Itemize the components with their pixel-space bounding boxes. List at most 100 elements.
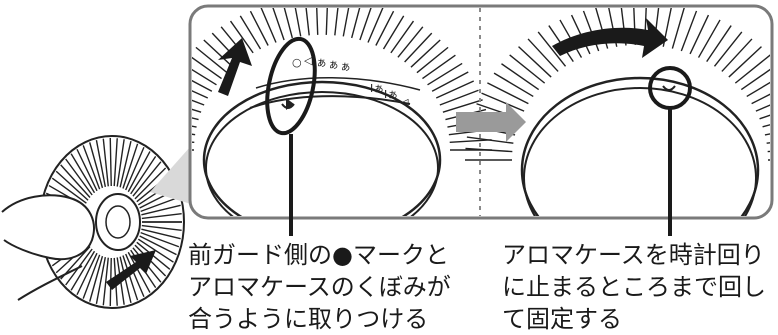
guard-ray: [713, 31, 743, 67]
guard-ray: [76, 148, 98, 192]
dial-label: Ιぁ: [370, 82, 384, 95]
guard-ray: [127, 251, 151, 293]
guard-ray: [134, 167, 167, 200]
guard-ray: [192, 80, 209, 99]
dial-label: ◁: [400, 96, 409, 109]
guard-ray: [367, 8, 384, 43]
insert-arrow: [106, 250, 156, 290]
guard-ray: [141, 212, 182, 220]
guard-ray: [192, 139, 195, 144]
guard-ray: [501, 63, 540, 91]
guard-ray: [82, 254, 101, 299]
guard-ray: [192, 71, 213, 92]
guard-ray: [95, 256, 107, 305]
guard-ray: [137, 238, 174, 263]
callout-cone: [150, 138, 198, 206]
guard-ray: [435, 80, 475, 99]
up-arrow: [218, 38, 252, 96]
guard-ray: [518, 46, 552, 78]
guard-ray: [293, 8, 302, 37]
guard-ray: [102, 257, 109, 306]
fan-overview: [1, 135, 185, 309]
guard-ray: [141, 228, 181, 240]
guard-ray: [740, 63, 770, 91]
guard-ray: [132, 161, 162, 197]
guard-ray: [139, 235, 177, 256]
guard-ray: [141, 224, 182, 232]
dial-labels: ○ ◁ ぁ ぁ ぁ Ιぁ Ιぁ ◁: [292, 54, 409, 109]
guard-ray: [465, 147, 513, 153]
guard-ray: [102, 138, 109, 187]
guard-ray: [481, 92, 525, 112]
aligned-mark: [662, 85, 676, 91]
guard-ray: [382, 15, 405, 50]
guard-ray: [203, 39, 234, 68]
guard-ray: [125, 146, 145, 191]
guard-ray: [55, 170, 89, 201]
guard-ray: [759, 103, 770, 120]
guard-ray: [141, 204, 181, 216]
guard-ray: [140, 196, 180, 213]
guard-ray: [60, 164, 91, 198]
guard-ray: [260, 8, 277, 43]
guard-ray: [109, 138, 112, 187]
caption-left-line: 前ガード側の●マークと: [188, 241, 449, 269]
guard-ray: [537, 31, 567, 67]
guard-ray: [755, 92, 770, 112]
guard-ray: [734, 54, 770, 84]
caption-left-line: 合うように取りつける: [188, 305, 429, 333]
guard-ray: [315, 8, 319, 35]
dial-label: ぁ: [340, 60, 351, 73]
guard-ray: [195, 46, 228, 74]
dial-label: ○: [292, 56, 302, 69]
caption-left-line: アロマケースのくぼみが: [188, 273, 451, 301]
guard-ray: [192, 54, 222, 80]
guard-ray: [697, 19, 721, 58]
guard-ray: [65, 158, 93, 196]
guard-ray: [122, 255, 139, 301]
guard-ray: [304, 8, 310, 36]
guard-ray: [431, 71, 469, 92]
caption-right-line: アロマケースを時計回り: [502, 241, 765, 269]
guard-ray: [751, 82, 770, 105]
guard-ray: [95, 139, 107, 188]
guard-ray: [404, 32, 433, 63]
guard-ray: [509, 54, 546, 84]
guard-ray: [51, 177, 87, 204]
guard-ray: [76, 252, 98, 296]
guard-ray: [671, 8, 685, 49]
guard-ray: [229, 20, 254, 54]
guard-ray: [239, 15, 262, 50]
dial-label: Ιぁ: [384, 88, 398, 101]
guard-ray: [359, 8, 374, 41]
guard-ray: [70, 153, 96, 194]
guard-ray: [493, 72, 534, 98]
clockwise-arrow: [552, 18, 668, 58]
guard-ray: [70, 250, 96, 291]
left-guard-rays: [192, 8, 492, 151]
hand: [1, 194, 95, 261]
guard-ray: [119, 140, 132, 188]
guard-ray: [728, 46, 762, 78]
guard-ray: [706, 25, 732, 63]
guard-ray: [281, 8, 294, 39]
dial-label: ぁ: [328, 58, 339, 71]
guard-ray: [439, 89, 479, 106]
guard-ray: [442, 99, 483, 113]
guard-ray: [422, 54, 456, 80]
guard-ray: [527, 38, 559, 72]
guard-ray: [113, 138, 118, 187]
guard-ray: [680, 10, 698, 52]
guard-ray: [342, 8, 351, 37]
guard-ray: [325, 8, 329, 35]
guard-ray: [122, 143, 139, 189]
guard-ray: [89, 255, 104, 302]
guard-ray: [449, 139, 492, 144]
guard-ray: [410, 39, 441, 68]
guard-ray: [249, 10, 269, 46]
guard-ray: [427, 62, 463, 86]
guard-ray: [89, 142, 104, 189]
guard-ray: [130, 155, 157, 195]
guard-ray: [116, 139, 125, 187]
